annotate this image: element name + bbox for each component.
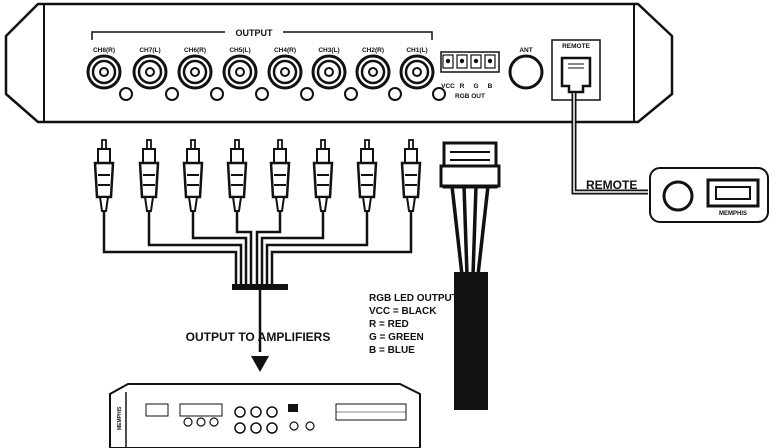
channel-label: CH8(R)	[93, 47, 115, 54]
jack-screw	[119, 87, 133, 101]
rca-plug	[312, 139, 334, 212]
jack-screw	[432, 87, 446, 101]
jack-screw	[165, 87, 179, 101]
amplifier-unit: MEMPHIS	[109, 383, 421, 448]
rca-plug	[138, 139, 160, 212]
jack-screw	[255, 87, 269, 101]
rca-plug	[182, 139, 204, 212]
ant-label: ANT	[519, 47, 532, 54]
rca-plug	[93, 139, 115, 212]
rgb-note-line: VCC = BLACK	[369, 306, 437, 317]
jack-screw	[300, 87, 314, 101]
rca-jack: CH6(R)	[177, 47, 224, 101]
rca-cable	[265, 211, 369, 286]
rgb-pin-label: G	[473, 83, 478, 90]
rgb-pin-label: B	[488, 83, 493, 90]
rca-cable	[270, 211, 413, 286]
remote-brand: MEMPHIS	[719, 211, 747, 217]
remote-port: REMOTE	[551, 39, 601, 101]
remote-knob	[662, 180, 694, 212]
rgb-out-label: RGB OUT	[455, 93, 485, 100]
output-label: OUTPUT	[236, 28, 274, 38]
rgb-pin-label: R	[460, 83, 465, 90]
amplifier-brand: MEMPHIS	[117, 406, 123, 430]
antenna-jack: ANT	[508, 47, 544, 90]
rca-cable	[235, 211, 253, 286]
processor-unit: OUTPUT CH8(R) CH7(L) CH6(R) CH5(L) CH4(R) CH3…	[4, 2, 674, 124]
channel-label: CH6(R)	[184, 47, 206, 54]
down-arrow	[251, 356, 269, 372]
rgb-pin-label: VCC	[441, 83, 455, 90]
rgb-cable-jacket	[454, 272, 488, 410]
rca-cable	[255, 211, 282, 286]
rgb-note-line: RGB LED OUTPUT:	[369, 293, 460, 304]
rca-cable	[191, 211, 248, 286]
rgb-note-line: G = GREEN	[369, 332, 424, 343]
rgb-note-line: B = BLUE	[369, 345, 415, 356]
rgb-pins: VCC R G B	[441, 54, 496, 90]
rca-jack: CH8(R)	[86, 47, 133, 101]
output-bracket: OUTPUT	[91, 28, 433, 40]
wire-bundle	[232, 284, 288, 290]
jack-screw	[210, 87, 224, 101]
rca-plug	[226, 139, 248, 212]
jack-screw	[388, 87, 402, 101]
rca-plug	[400, 139, 422, 212]
channel-label: CH5(L)	[229, 47, 250, 54]
output-to-amplifiers-caption: OUTPUT TO AMPLIFIERS	[186, 330, 331, 344]
remote-port-label: REMOTE	[562, 43, 590, 50]
rca-cable	[102, 211, 238, 286]
channel-label: CH3(L)	[318, 47, 339, 54]
rca-jack: CH3(L)	[311, 47, 358, 101]
rca-plug	[269, 139, 291, 212]
rca-cable	[260, 211, 325, 286]
remote-unit: MEMPHIS	[649, 167, 769, 223]
channel-label: CH7(L)	[139, 47, 160, 54]
jack-screw	[344, 87, 358, 101]
rca-plugs	[93, 139, 422, 212]
channel-label: CH4(R)	[274, 47, 296, 54]
rca-jack: CH5(L)	[222, 47, 269, 101]
rgb-terminal: VCC R G B RGB OUT	[440, 51, 500, 100]
channel-label: CH2(R)	[362, 47, 384, 54]
rca-cable	[147, 211, 243, 286]
rca-jack: CH4(R)	[267, 47, 314, 101]
remote-cable-label: REMOTE	[586, 178, 637, 192]
remote-cable: REMOTE	[571, 93, 648, 195]
rca-jack: CH1(L)	[399, 47, 446, 101]
rca-jacks: CH8(R) CH7(L) CH6(R) CH5(L) CH4(R) CH3(L) CH2(…	[86, 47, 446, 101]
rca-wires	[102, 211, 413, 286]
rgb-cable	[439, 141, 501, 410]
channel-label: CH1(L)	[406, 47, 427, 54]
rca-jack: CH7(L)	[132, 47, 179, 101]
rgb-led-note: RGB LED OUTPUT: VCC = BLACK R = RED G = …	[369, 293, 460, 356]
rca-plug	[356, 139, 378, 212]
rca-jack: CH2(R)	[355, 47, 402, 101]
rgb-note-line: R = RED	[369, 319, 409, 330]
